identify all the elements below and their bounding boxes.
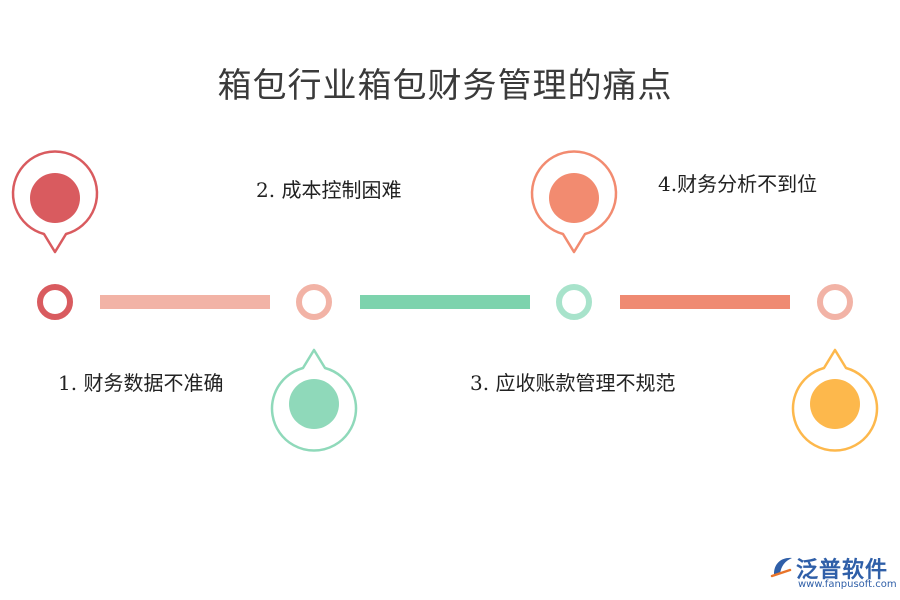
pin-marker-1 <box>11 150 99 254</box>
brand-url: www.fanpusoft.com <box>798 579 897 590</box>
pin-marker-3 <box>530 150 618 254</box>
connector-bar-1 <box>100 295 270 309</box>
timeline-node-4 <box>817 284 853 320</box>
timeline-node-1 <box>37 284 73 320</box>
brand-logo: 泛普软件 www.fanpusoft.com <box>770 552 897 596</box>
pin-marker-4 <box>791 348 879 452</box>
step-label-1: 1. 财务数据不准确 <box>58 371 224 395</box>
connector-bar-3 <box>620 295 790 309</box>
pin-marker-2 <box>270 348 358 452</box>
step-label-4: 4.财务分析不到位 <box>658 172 818 196</box>
timeline-node-2 <box>296 284 332 320</box>
page-title: 箱包行业箱包财务管理的痛点 <box>217 66 673 106</box>
timeline-node-3 <box>556 284 592 320</box>
step-label-2: 2. 成本控制困难 <box>256 178 402 202</box>
brand-name: 泛普软件 <box>796 558 889 583</box>
brand-logo-icon <box>770 557 792 578</box>
step-label-3: 3. 应收账款管理不规范 <box>470 371 676 395</box>
connector-bar-2 <box>360 295 530 309</box>
